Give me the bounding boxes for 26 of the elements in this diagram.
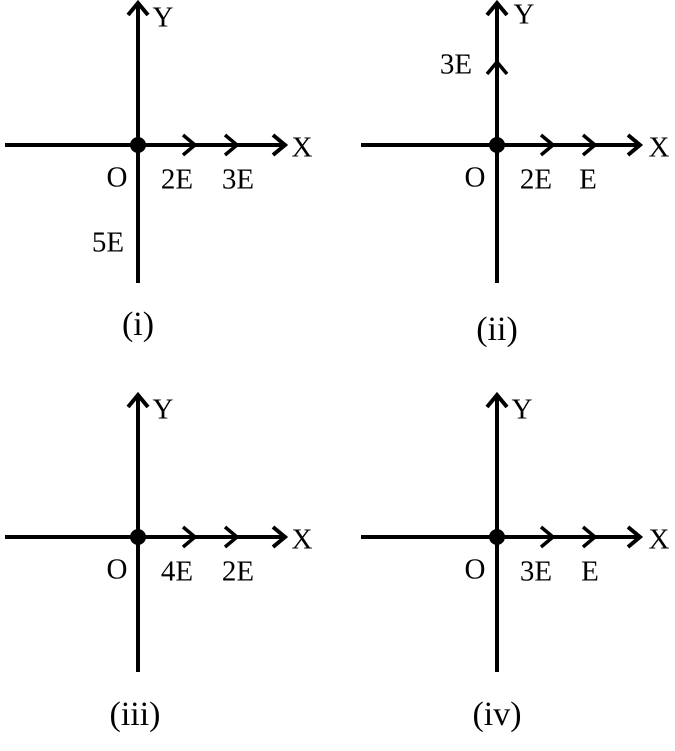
panel-label: (iii)	[110, 698, 160, 732]
vector-label: 2E	[520, 166, 552, 194]
axis-label: Y	[514, 0, 534, 30]
vector-label: 3E	[520, 558, 552, 586]
panel-label: (i)	[122, 308, 154, 342]
vector-label: 2E	[160, 166, 194, 194]
origin-label: O	[106, 164, 128, 192]
vector-label: 3E	[222, 166, 254, 194]
vector-label: E	[581, 558, 599, 586]
panel-label: (iv)	[472, 698, 522, 732]
axis-label: X	[292, 526, 312, 554]
vector-label: 5E	[92, 228, 124, 258]
vector-label: 4E	[160, 558, 194, 586]
vector-label: 2E	[222, 558, 254, 586]
vector-label: E	[579, 166, 597, 194]
origin-label: O	[464, 556, 486, 584]
axis-label: Y	[152, 4, 174, 32]
axis-label: X	[648, 134, 670, 162]
axis-label: Y	[512, 396, 532, 424]
vector-label: 3E	[440, 50, 472, 80]
axis-label: X	[648, 526, 670, 554]
axis-label: X	[292, 134, 312, 162]
origin-label: O	[106, 556, 128, 584]
origin-label: O	[464, 164, 486, 192]
panel-label: (ii)	[476, 313, 518, 347]
axis-label: Y	[152, 396, 174, 424]
